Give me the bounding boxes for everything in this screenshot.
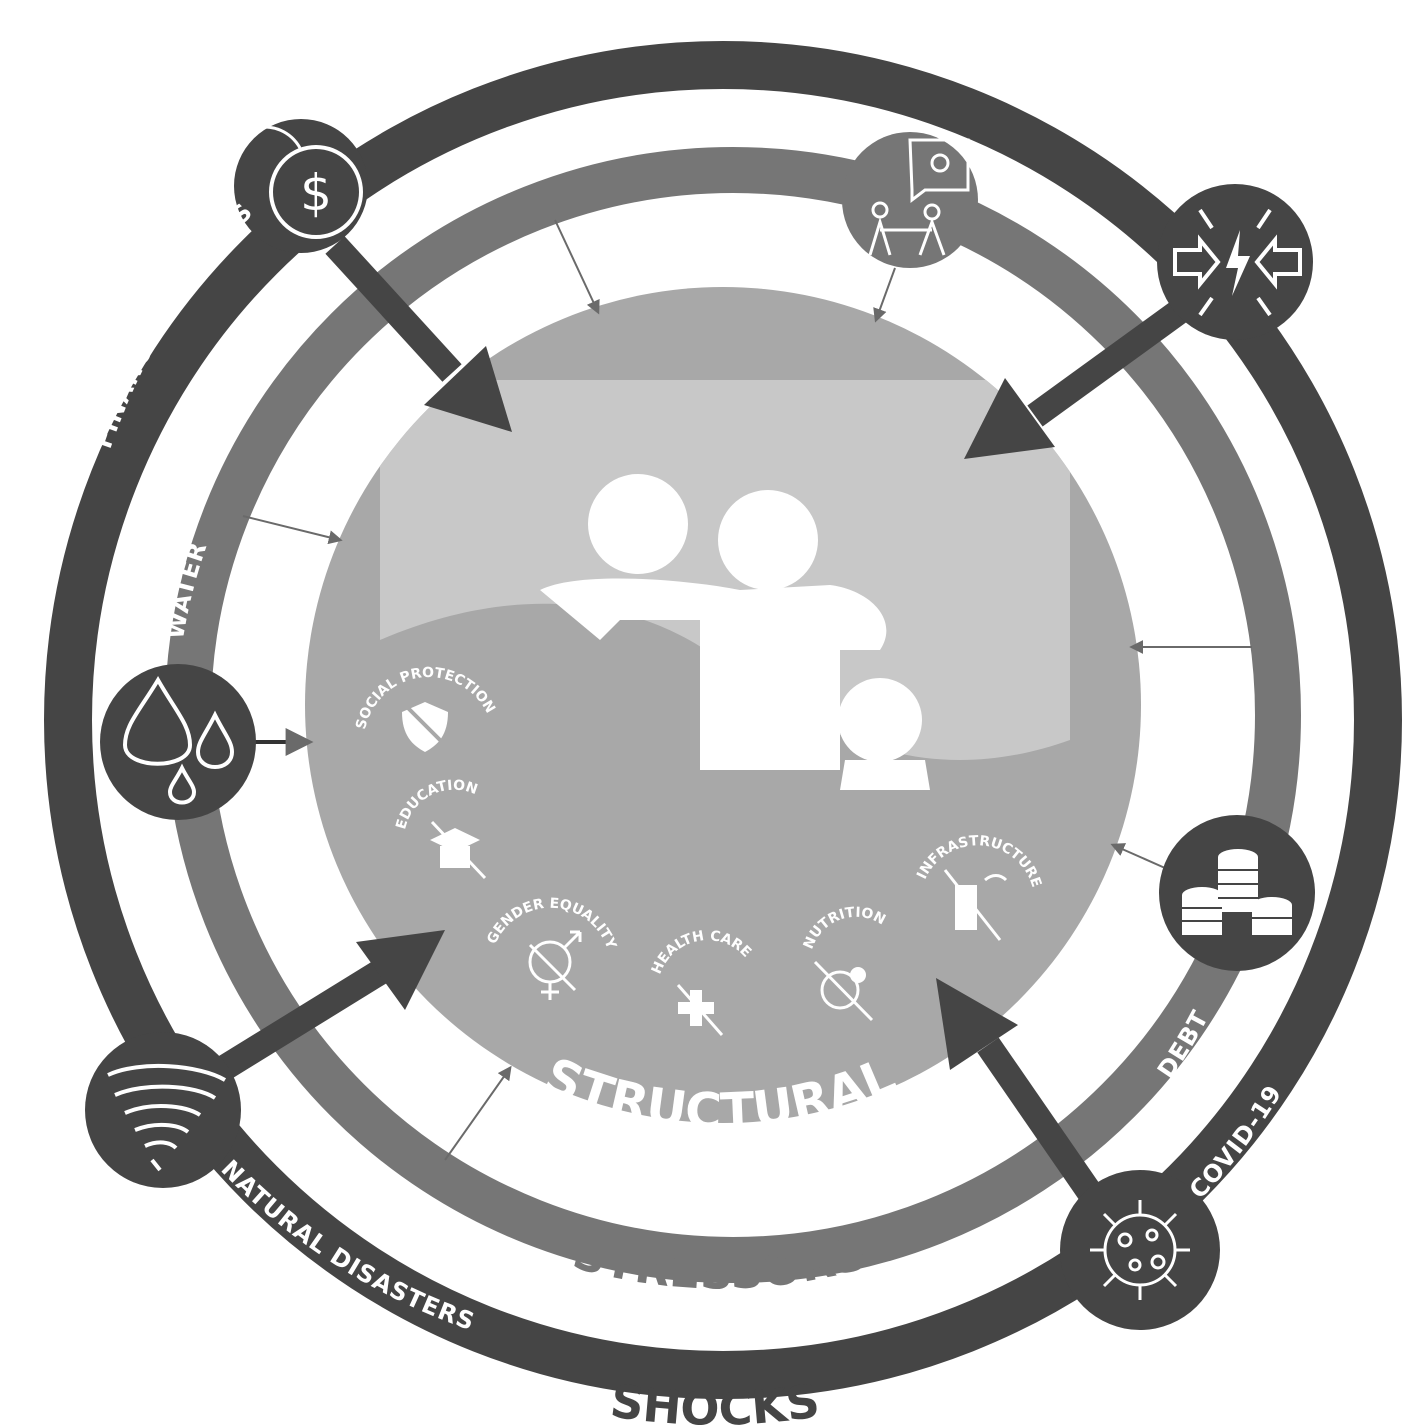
svg-text:$: $	[300, 164, 332, 222]
armed-conflict-icon	[1157, 184, 1313, 340]
shield-icon	[398, 698, 454, 754]
infrastructure-icon	[943, 869, 1008, 941]
shock-arrows	[193, 236, 1196, 1208]
financial-shocks-label: FINANCIAL SHOCKS	[89, 197, 258, 452]
graduation-cap-icon	[430, 820, 487, 880]
tornado-icon	[85, 1032, 241, 1188]
nutrition-icon	[813, 960, 874, 1022]
displacement-icon	[842, 132, 978, 268]
shocks-ring	[44, 41, 1402, 1399]
coins-icon	[1159, 815, 1315, 971]
health-care-icon	[676, 984, 724, 1036]
water-drops-icon	[100, 664, 256, 820]
stressors-label: STRESSORS	[568, 1225, 873, 1299]
stressor-arrows	[242, 219, 1252, 1161]
virus-icon	[1060, 1170, 1220, 1330]
structural-icons	[398, 698, 1008, 1036]
gender-equality-icon	[528, 930, 582, 1000]
family-icon	[540, 474, 930, 790]
bomb-dollar-icon: $	[234, 119, 368, 253]
shocks-label: SHOCKS	[607, 1373, 823, 1425]
center-wave	[380, 380, 1070, 761]
